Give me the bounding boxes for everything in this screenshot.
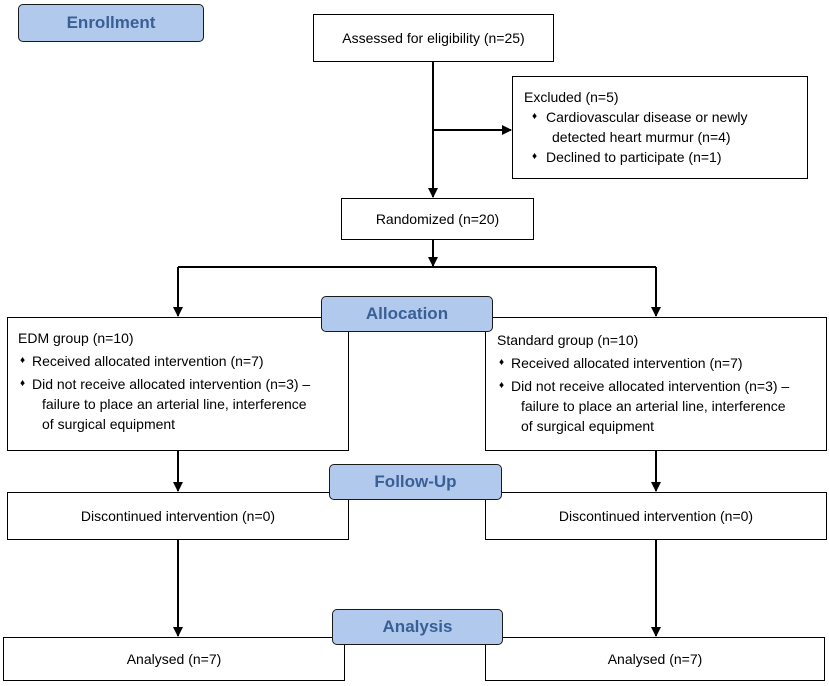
excluded-item-cardiovascular: ♦ Cardiovascular disease or newly detect…	[524, 107, 797, 147]
diamond-bullet-icon: ♦	[20, 378, 26, 389]
stage-enrollment: Enrollment	[18, 4, 204, 42]
assessed-box: Assessed for eligibility (n=25)	[313, 14, 554, 62]
standard-not-received-line: of surgical equipment	[521, 418, 655, 434]
stage-allocation: Allocation	[321, 296, 493, 332]
assessed-text: Assessed for eligibility (n=25)	[342, 30, 525, 46]
diamond-bullet-icon: ♦	[499, 357, 505, 368]
analysed-right-box: Analysed (n=7)	[485, 637, 825, 681]
stage-analysis: Analysis	[332, 609, 503, 645]
edm-received: ♦ Received allocated intervention (n=7)	[18, 351, 340, 371]
discontinued-left-text: Discontinued intervention (n=0)	[80, 508, 276, 524]
diamond-bullet-icon: ♦	[20, 355, 26, 366]
diamond-bullet-icon: ♦	[532, 111, 538, 122]
standard-received: ♦ Received allocated intervention (n=7)	[497, 353, 820, 373]
edm-group-title: EDM group (n=10)	[18, 330, 134, 346]
analysed-right-text: Analysed (n=7)	[607, 651, 703, 667]
stage-follow-up: Follow-Up	[329, 464, 502, 500]
diamond-bullet-icon: ♦	[532, 151, 538, 162]
edm-received-text: Received allocated intervention (n=7)	[32, 353, 264, 369]
standard-not-received-line: failure to place an arterial line, inter…	[521, 398, 786, 414]
excluded-title: Excluded (n=5)	[524, 89, 619, 105]
diamond-bullet-icon: ♦	[499, 380, 505, 391]
standard-group-title: Standard group (n=10)	[497, 332, 639, 348]
analysed-left-box: Analysed (n=7)	[3, 637, 345, 681]
edm-group-box: EDM group (n=10) ♦ Received allocated in…	[7, 317, 349, 451]
standard-received-text: Received allocated intervention (n=7)	[511, 355, 743, 371]
discontinued-left-box: Discontinued intervention (n=0)	[7, 492, 349, 540]
excluded-item-line: Declined to participate (n=1)	[546, 149, 722, 165]
standard-group-box: Standard group (n=10) ♦ Received allocat…	[485, 317, 827, 451]
edm-not-received-line: of surgical equipment	[42, 416, 176, 432]
discontinued-right-text: Discontinued intervention (n=0)	[558, 508, 754, 524]
standard-not-received-line: Did not receive allocated intervention (…	[511, 378, 790, 394]
excluded-item-declined: ♦ Declined to participate (n=1)	[524, 147, 797, 167]
excluded-item-line: detected heart murmur (n=4)	[552, 129, 731, 145]
excluded-item-line: Cardiovascular disease or newly	[546, 109, 748, 125]
discontinued-right-box: Discontinued intervention (n=0)	[485, 492, 827, 540]
edm-not-received: ♦ Did not receive allocated intervention…	[18, 374, 340, 434]
analysed-left-text: Analysed (n=7)	[126, 651, 222, 667]
edm-not-received-line: failure to place an arterial line, inter…	[42, 396, 307, 412]
edm-not-received-line: Did not receive allocated intervention (…	[32, 376, 311, 392]
standard-not-received: ♦ Did not receive allocated intervention…	[497, 376, 820, 436]
randomized-box: Randomized (n=20)	[341, 198, 534, 240]
excluded-box: Excluded (n=5) ♦ Cardiovascular disease …	[512, 76, 808, 179]
randomized-text: Randomized (n=20)	[375, 211, 500, 227]
